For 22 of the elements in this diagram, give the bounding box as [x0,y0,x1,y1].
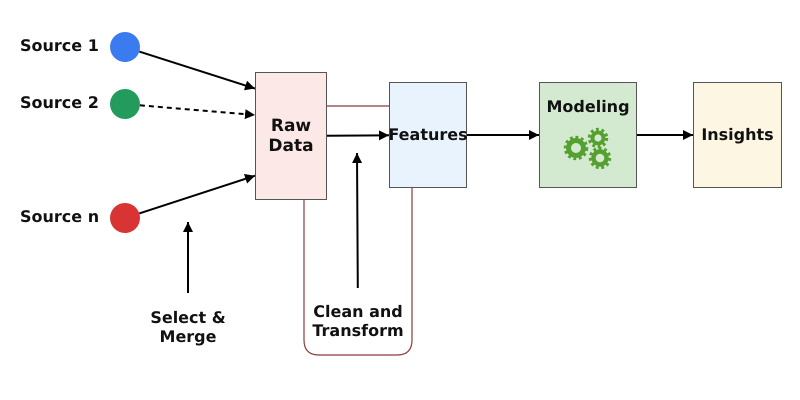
arrow [637,130,693,140]
arrow [138,174,256,214]
node-label: Modeling [546,97,630,116]
arrow [139,50,256,90]
node-label: Insights [701,125,774,145]
arrow [352,153,362,288]
source-label: Source n [20,207,100,226]
annotation-text: Select & Merge [149,308,227,346]
arrow [183,222,193,293]
process-box [255,72,327,200]
arrow [327,130,389,140]
process-box [539,82,637,188]
process-box [693,82,782,188]
source-circle [110,89,140,119]
node-label: Raw Data [267,116,315,156]
source-label: Source 1 [20,36,99,55]
source-circle [110,203,140,233]
arrow [140,104,256,120]
arrow [467,130,539,140]
annotation-text: Clean and Transform [311,302,405,340]
source-circle [110,32,140,62]
source-label: Source 2 [20,93,99,112]
